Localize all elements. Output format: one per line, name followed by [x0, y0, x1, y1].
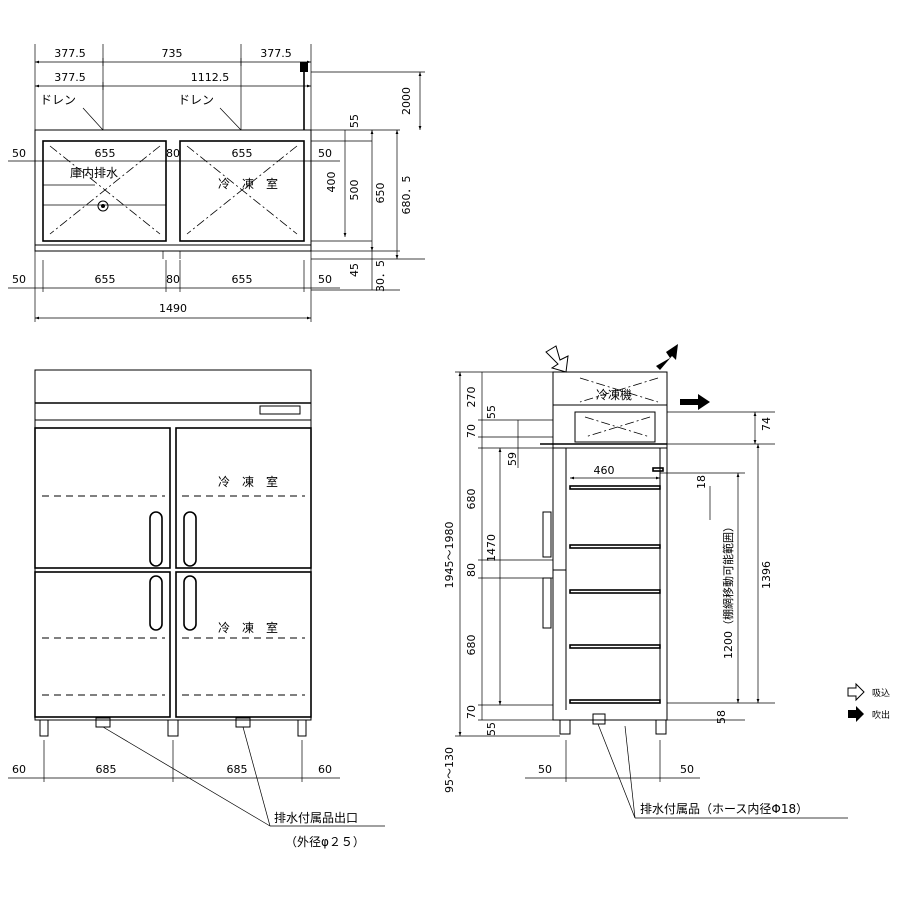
airflow-legend: 吸込 吹出 — [847, 682, 890, 722]
shelf-1 — [569, 485, 661, 490]
plan-row2-dim-5: 50 — [318, 273, 332, 286]
front-body-outline — [34, 369, 312, 721]
side-view: 冷凍機 — [443, 344, 848, 819]
inner-drain-label: 庫内排水 — [70, 166, 118, 180]
plan-row1-dim-1: 50 — [12, 147, 26, 160]
plan-dim-top-3: 377.5 — [260, 47, 292, 60]
plan-dim-right-6: 2000 — [400, 87, 413, 115]
front-label-lower: 冷 凍 室 — [218, 620, 278, 635]
side-dim-right-5: 58 — [715, 710, 728, 724]
door-upper-left — [34, 427, 171, 569]
condenser-unit — [574, 411, 656, 443]
side-dim-right-2: 18 — [695, 475, 708, 489]
plan-compartment-right — [179, 140, 305, 242]
side-dim-leg-height: 95～130 — [443, 747, 456, 793]
plan-dim-right-3: 500 — [348, 180, 361, 201]
side-handle-lower — [542, 577, 552, 629]
door-lower-left — [34, 571, 171, 718]
hollow-arrow-icon — [545, 345, 569, 373]
side-bottom-dim-1: 50 — [538, 763, 552, 776]
solid-arrow-icon — [680, 394, 710, 410]
side-dim-right-4: 1200（棚網移動可能範囲） — [721, 521, 735, 659]
plan-door-front — [34, 244, 312, 252]
plan-row1-dim-3: 80 — [166, 147, 180, 160]
front-label-upper: 冷 凍 室 — [218, 474, 278, 489]
plan-dim-top-1: 377.5 — [54, 47, 86, 60]
inner-drain-icon — [97, 200, 109, 212]
side-dim-left-10: 55 — [485, 722, 498, 736]
plan-dim-right-5: 680．5 — [400, 176, 413, 215]
shelf-5 — [569, 699, 661, 704]
side-bottom-dim-2: 50 — [680, 763, 694, 776]
legend-intake: 吸込 — [872, 688, 890, 699]
side-dim-left-9: 70 — [465, 705, 478, 719]
solid-arrow-icon — [656, 344, 678, 370]
plan-dim-mid-2: 1112.5 — [191, 71, 230, 84]
side-dim-left-8: 680 — [465, 635, 478, 656]
leg-2 — [167, 720, 179, 737]
side-dim-left-7: 80 — [465, 563, 478, 577]
side-handle-upper — [542, 511, 552, 558]
plan-row1-dim-4: 655 — [232, 147, 253, 160]
drain-outlet-label: 排水付属品出口 — [274, 811, 358, 825]
plan-dim-right-7: 45 — [348, 263, 361, 277]
side-dim-left-4: 59 — [506, 452, 519, 466]
plan-compartment-left — [42, 140, 167, 242]
leg-3 — [297, 720, 307, 737]
unit-label: 冷凍機 — [596, 387, 632, 402]
exhaust-legend-icon — [848, 706, 864, 722]
plan-dim-right-1: 55 — [348, 114, 361, 128]
front-view: 冷 凍 室 冷 凍 室 60 685 685 60 排水付属品出口 （外径φ２５… — [8, 369, 385, 849]
front-dim-2: 685 — [96, 763, 117, 776]
plan-row1-dim-2: 655 — [95, 147, 116, 160]
handle-upper-left — [149, 511, 163, 567]
plan-dim-right-4: 650 — [374, 183, 387, 204]
side-dim-right-1: 74 — [760, 417, 773, 431]
plan-total-width: 1490 — [159, 302, 187, 315]
plan-row2-dim-1: 50 — [12, 273, 26, 286]
shelf-2 — [569, 544, 661, 549]
plan-row2-dim-3: 80 — [166, 273, 180, 286]
plan-dim-top-2: 735 — [162, 47, 183, 60]
front-dim-1: 60 — [12, 763, 26, 776]
drain-outlet-sub: （外径φ２５） — [285, 835, 365, 849]
side-dim-left-6: 1470 — [485, 534, 498, 562]
handle-lower-right — [183, 575, 197, 631]
control-panel — [259, 405, 301, 415]
plan-dim-mid-1: 377.5 — [54, 71, 86, 84]
handle-upper-right — [183, 511, 197, 567]
front-dim-3: 685 — [227, 763, 248, 776]
side-dim-overall-height: 1945～1980 — [443, 522, 456, 589]
drain-label-right: ドレン — [178, 93, 214, 107]
plan-dim-right-2: 400 — [325, 172, 338, 193]
side-drain-label: 排水付属品（ホース内径Φ18） — [640, 802, 808, 816]
shelf-4 — [569, 644, 661, 649]
drain-outlet-right — [235, 717, 251, 728]
shelf-3 — [569, 589, 661, 594]
side-dim-left-1: 270 — [465, 387, 478, 408]
front-dim-4: 60 — [318, 763, 332, 776]
shelf-depth: 460 — [594, 464, 615, 477]
side-dim-left-5: 680 — [465, 489, 478, 510]
drain-outlet-left — [95, 717, 111, 728]
side-dim-left-3: 70 — [465, 424, 478, 438]
side-dim-left-2: 55 — [485, 405, 498, 419]
plan-row1-dim-5: 50 — [318, 147, 332, 160]
plan-row2-dim-2: 655 — [95, 273, 116, 286]
leg-1 — [39, 720, 49, 737]
side-dim-right-3: 1396 — [760, 561, 773, 589]
legend-exhaust: 吹出 — [872, 709, 890, 721]
plan-dim-right-8: 30．5 — [374, 260, 387, 292]
door-lower-right — [175, 571, 312, 718]
plan-view: 377.5 735 377.5 377.5 1112.5 ドレン ドレン 庫 — [8, 44, 425, 322]
plan-row2-dim-4: 655 — [232, 273, 253, 286]
door-upper-right — [175, 427, 312, 569]
handle-lower-left — [149, 575, 163, 631]
plan-room-label: 冷 凍 室 — [218, 176, 278, 191]
drain-label-left: ドレン — [40, 93, 76, 107]
intake-legend-icon — [847, 682, 865, 702]
plug-icon — [300, 62, 308, 72]
